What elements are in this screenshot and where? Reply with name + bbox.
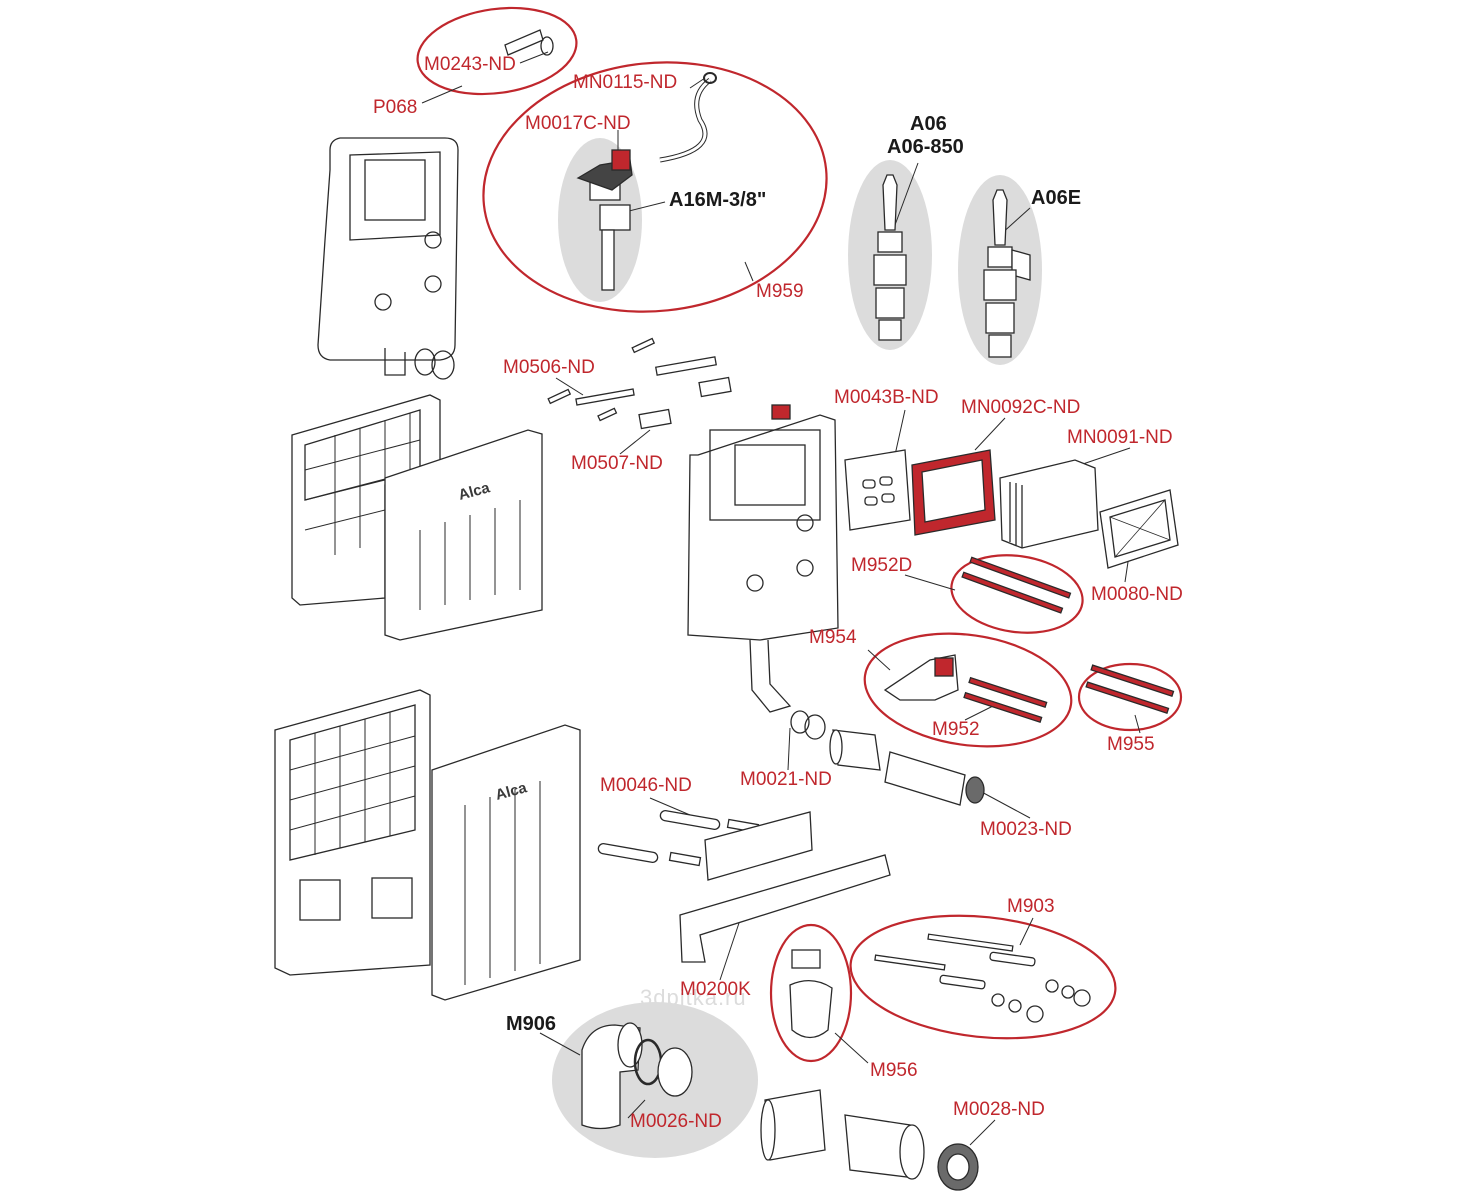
- label-mn0115-nd: MN0115-ND: [573, 72, 678, 93]
- mn0092c-frame: [911, 449, 996, 536]
- m954-group-outline: [863, 632, 1073, 748]
- m903-group-outline: [849, 914, 1117, 1040]
- label-m956: M956: [870, 1060, 918, 1081]
- lower-pipes: [760, 1089, 979, 1191]
- label-m0017c-nd: M0017C-ND: [525, 113, 631, 134]
- label-a06e: A06E: [1031, 187, 1082, 209]
- label-m0046-nd: M0046-ND: [600, 775, 692, 796]
- label-m959: M959: [756, 281, 804, 302]
- m0506-screws: [547, 337, 732, 430]
- m955-rods: [1085, 664, 1175, 714]
- m903-bolts: [874, 933, 1091, 1023]
- m952d-rods: [961, 556, 1072, 614]
- m956-clamp: [789, 949, 833, 1039]
- m954-mechanism: [883, 654, 959, 701]
- label-a06-850: A06-850: [887, 136, 964, 158]
- label-mn0092c-nd: MN0092C-ND: [961, 397, 1081, 418]
- m956-group-outline: [769, 923, 853, 1063]
- a06e-flush-valve: [983, 189, 1031, 358]
- label-a16m: A16M-3/8": [669, 189, 767, 211]
- label-p068: P068: [373, 97, 418, 118]
- m955-group-outline: [1077, 662, 1183, 732]
- label-m0021-nd: M0021-ND: [740, 769, 832, 790]
- watermark: 3dpitka.ru: [640, 985, 747, 1010]
- m0080-plate: [1099, 489, 1179, 569]
- a16m-fill-valve: [576, 149, 633, 291]
- frame-lower: [274, 689, 581, 1001]
- label-m906: M906: [506, 1013, 557, 1035]
- m0243-group-outline: [416, 6, 578, 96]
- drain-pipes: [829, 729, 985, 806]
- label-m952d: M952D: [851, 555, 913, 576]
- label-a06: A06: [910, 113, 947, 135]
- label-m0080-nd: M0080-ND: [1091, 584, 1183, 605]
- m0243-fitting: [504, 29, 554, 56]
- m959-group-outline: [482, 61, 828, 313]
- label-m0043b-nd: M0043B-ND: [834, 387, 939, 408]
- label-m0028-nd: M0028-ND: [953, 1099, 1045, 1120]
- label-m0506-nd: M0506-ND: [503, 357, 595, 378]
- label-m0023-nd: M0023-ND: [980, 819, 1072, 840]
- label-m954: M954: [809, 627, 857, 648]
- mn0091-box: [999, 459, 1099, 549]
- m952-rods: [963, 676, 1048, 724]
- label-m0026-nd: M0026-ND: [630, 1111, 722, 1132]
- mn0115-hose: [659, 72, 717, 163]
- a06-flush-valve: [873, 174, 907, 341]
- label-m0507-nd: M0507-ND: [571, 453, 663, 474]
- m0200k-bracket: [679, 811, 891, 963]
- m0043b-frame: [844, 449, 911, 531]
- label-mn0091-nd: MN0091-ND: [1067, 427, 1173, 448]
- label-m903: M903: [1007, 896, 1055, 917]
- cistern-main: [687, 404, 839, 740]
- label-m0243-nd: M0243-ND: [424, 54, 516, 75]
- label-m952: M952: [932, 719, 980, 740]
- frame-middle: [291, 394, 543, 641]
- cistern-top: [317, 137, 459, 380]
- m952d-group-outline: [950, 554, 1084, 634]
- m906-elbow: [581, 1022, 693, 1130]
- label-m955: M955: [1107, 734, 1155, 755]
- label-m0200k: M0200K: [680, 979, 751, 1000]
